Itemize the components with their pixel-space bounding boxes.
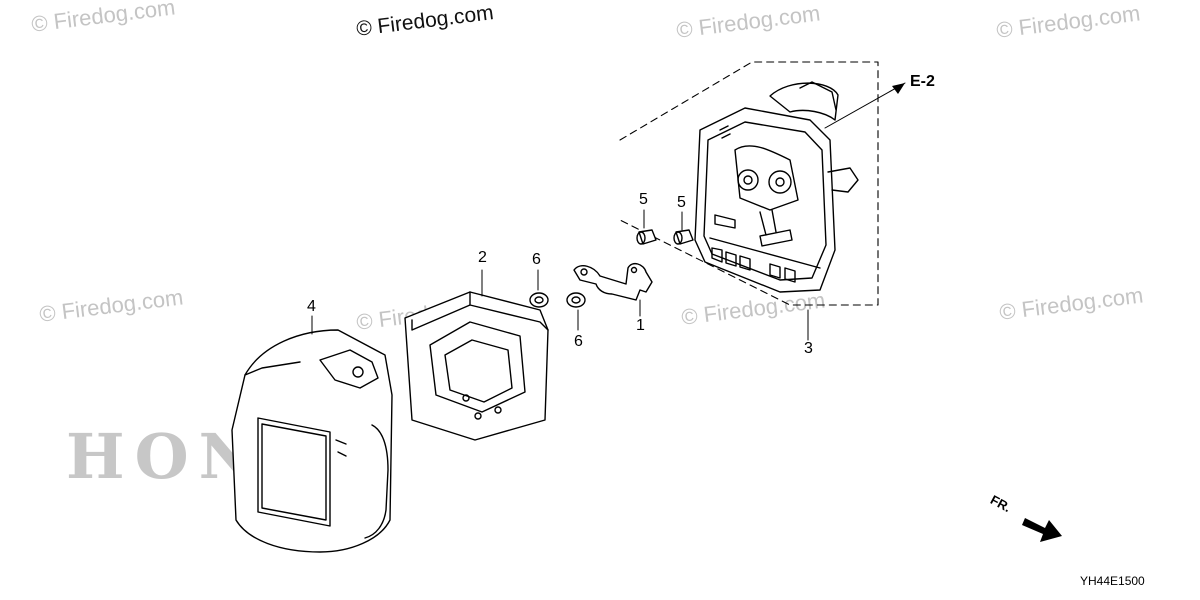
collar	[636, 229, 694, 245]
callout-2: 2	[478, 249, 487, 266]
assembly-outline	[619, 61, 879, 306]
reference-arrowhead	[892, 83, 905, 94]
filter-element	[404, 291, 549, 441]
callout-4: 4	[307, 298, 316, 315]
callout-1: 1	[636, 317, 645, 334]
callout-5: 5	[639, 191, 648, 208]
callout-6: 6	[574, 333, 583, 350]
callout-6: 6	[532, 251, 541, 268]
nut	[529, 292, 586, 308]
callout-3: 3	[804, 340, 813, 357]
diagram-code: YH44E1500	[1080, 574, 1145, 588]
air-cleaner-cover	[231, 329, 393, 553]
callout-5: 5	[677, 194, 686, 211]
reference-label: E-2	[910, 73, 935, 90]
air-cleaner-case	[694, 81, 859, 293]
front-arrow-icon	[1022, 518, 1062, 542]
